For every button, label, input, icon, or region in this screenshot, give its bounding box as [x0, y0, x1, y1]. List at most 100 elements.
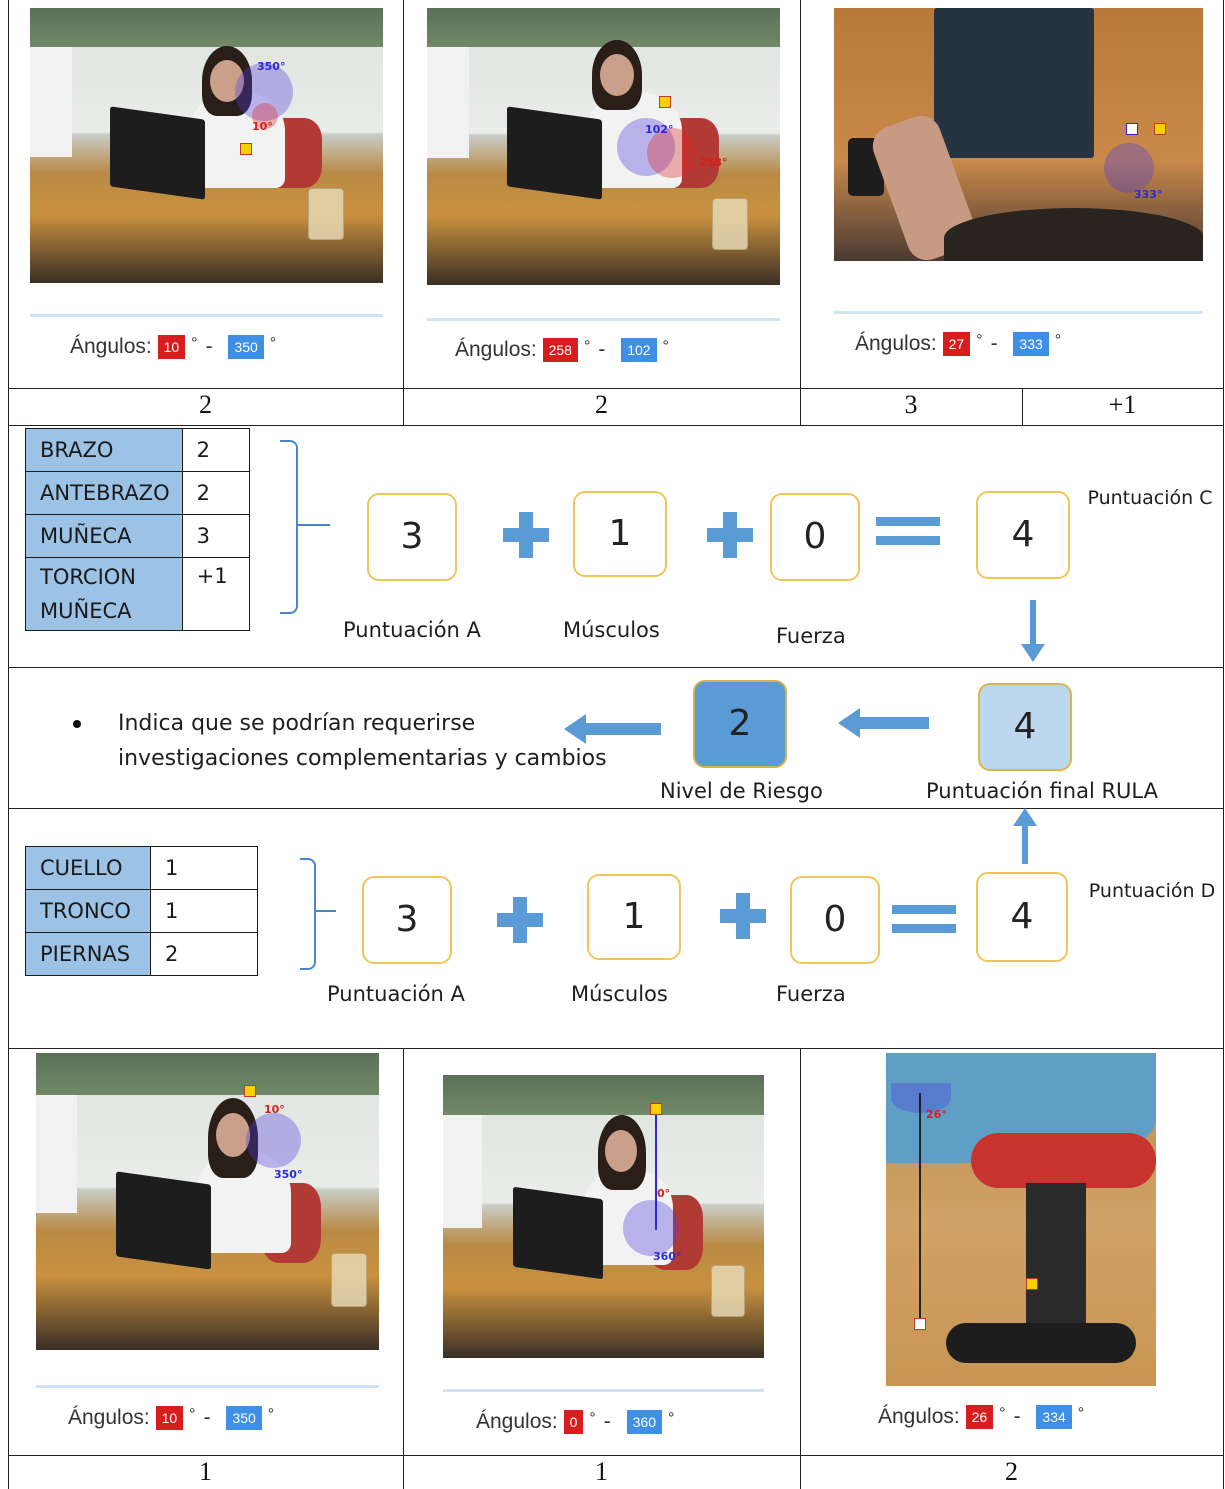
grid-line [8, 0, 9, 1489]
plus-icon [497, 897, 543, 943]
angle-red-value: 0 [563, 1410, 584, 1435]
factor-value: 2 [181, 428, 250, 472]
grid-line [403, 1048, 404, 1489]
factor-value: 1 [150, 889, 258, 933]
factor-name: ANTEBRAZO [25, 471, 183, 515]
posture-photo-arm: 350° 10° [30, 8, 383, 283]
factor-name: PIERNAS [25, 932, 151, 976]
plus-icon [503, 512, 549, 558]
score-piernas: 2 [1005, 1457, 1018, 1486]
degree-symbol: ° [667, 1410, 675, 1427]
score-a-box: 3 [362, 876, 452, 964]
arrow-left-icon [564, 714, 661, 744]
overlay-angle-label: 10° [252, 120, 273, 133]
plus-icon [707, 512, 753, 558]
grid-line [8, 388, 1224, 389]
caption-force: Fuerza [776, 624, 846, 648]
angles-label: Ángulos: [68, 1406, 150, 1429]
angles-readout: Ángulos: 0°- 360° [476, 1410, 682, 1435]
bullet-dot [73, 720, 81, 728]
grid-line [8, 667, 1224, 668]
posture-photo-neck: 10° 350° [36, 1053, 379, 1350]
angle-red-value: 26 [965, 1405, 994, 1430]
bracket [300, 858, 316, 970]
factor-value: 2 [150, 932, 258, 976]
overlay-angle-label: 360° [653, 1250, 682, 1263]
angles-readout: Ángulos: 26°- 334° [878, 1405, 1092, 1430]
dash: - [990, 332, 998, 355]
overlay-angle-label: 10° [264, 1103, 285, 1116]
score-cuello: 1 [199, 1457, 212, 1486]
angles-label: Ángulos: [855, 332, 937, 355]
overlay-angle-label: 102° [645, 123, 674, 136]
angle-blue-value: 350 [226, 1406, 262, 1431]
force-box: 0 [790, 876, 880, 964]
angle-red-value: 27 [942, 332, 971, 357]
factor-value: 2 [181, 471, 250, 515]
factor-name: MUÑECA [25, 514, 183, 558]
caption-score-d: Puntuación D [1088, 880, 1216, 902]
equals-icon [892, 905, 956, 935]
degree-symbol: ° [976, 332, 983, 349]
score-brazo: 2 [199, 390, 212, 419]
arrow-left-icon [838, 708, 929, 738]
dash: - [603, 1410, 611, 1433]
divider [36, 1385, 379, 1388]
angle-blue-value: 350 [228, 335, 264, 360]
bracket-stub [314, 910, 336, 912]
bracket [280, 440, 298, 614]
dash: - [203, 1406, 211, 1429]
dash: - [598, 338, 606, 361]
caption-force: Fuerza [776, 982, 846, 1006]
overlay-angle-label: 333° [1134, 188, 1163, 201]
angles-label: Ángulos: [70, 335, 152, 358]
grid-line [8, 425, 1224, 426]
muscles-box: 1 [587, 874, 681, 960]
degree-symbol: ° [662, 338, 669, 355]
grid-line [1223, 0, 1224, 1489]
score-a-box: 3 [367, 493, 457, 581]
factor-value: 3 [181, 514, 250, 558]
degree-symbol: ° [189, 1406, 196, 1423]
grid-line [403, 0, 404, 425]
score-c-box: 4 [976, 491, 1070, 579]
score-antebrazo: 2 [595, 390, 608, 419]
angle-blue-value: 333 [1013, 332, 1049, 357]
dash: - [1013, 1405, 1021, 1428]
caption-muscles: Músculos [563, 618, 660, 642]
caption-score-a: Puntuación A [327, 982, 465, 1006]
angles-readout: Ángulos: 258°- 102° [455, 338, 677, 363]
grid-line [800, 0, 801, 425]
degree-symbol: ° [269, 335, 277, 352]
overlay-angle-label: 0° [657, 1187, 671, 1200]
degree-symbol: ° [589, 1410, 596, 1427]
caption-muscles: Músculos [571, 982, 668, 1006]
angle-blue-value: 360 [626, 1410, 662, 1435]
risk-level-label: Nivel de Riesgo [660, 779, 823, 803]
angles-readout: Ángulos: 10°- 350° [70, 335, 284, 360]
angles-readout: Ángulos: 27°- 333° [855, 332, 1069, 357]
degree-symbol: ° [999, 1405, 1006, 1422]
angle-blue-value: 334 [1036, 1405, 1072, 1430]
risk-description: Indica que se podrían requerirse investi… [118, 711, 607, 771]
caption-score-a: Puntuación A [343, 618, 481, 642]
factor-name: TORCION MUÑECA [25, 557, 183, 631]
angle-red-value: 258 [542, 338, 578, 363]
arrow-down-icon [1021, 600, 1045, 662]
degree-symbol: ° [1077, 1405, 1085, 1422]
divider [443, 1389, 764, 1392]
dash: - [205, 335, 213, 358]
posture-photo-trunk: 0° 360° [443, 1075, 764, 1358]
angle-blue-value: 102 [621, 338, 657, 363]
factor-value: 1 [150, 846, 258, 890]
score-torcion-muneca: +1 [1108, 390, 1137, 419]
overlay-angle-label: 258° [699, 156, 728, 169]
angles-label: Ángulos: [476, 1410, 558, 1433]
degree-symbol: ° [191, 335, 198, 352]
angles-label: Ángulos: [878, 1405, 960, 1428]
posture-photo-forearm: 102° 258° [427, 8, 780, 285]
angles-label: Ángulos: [455, 338, 537, 361]
divider [834, 311, 1203, 314]
